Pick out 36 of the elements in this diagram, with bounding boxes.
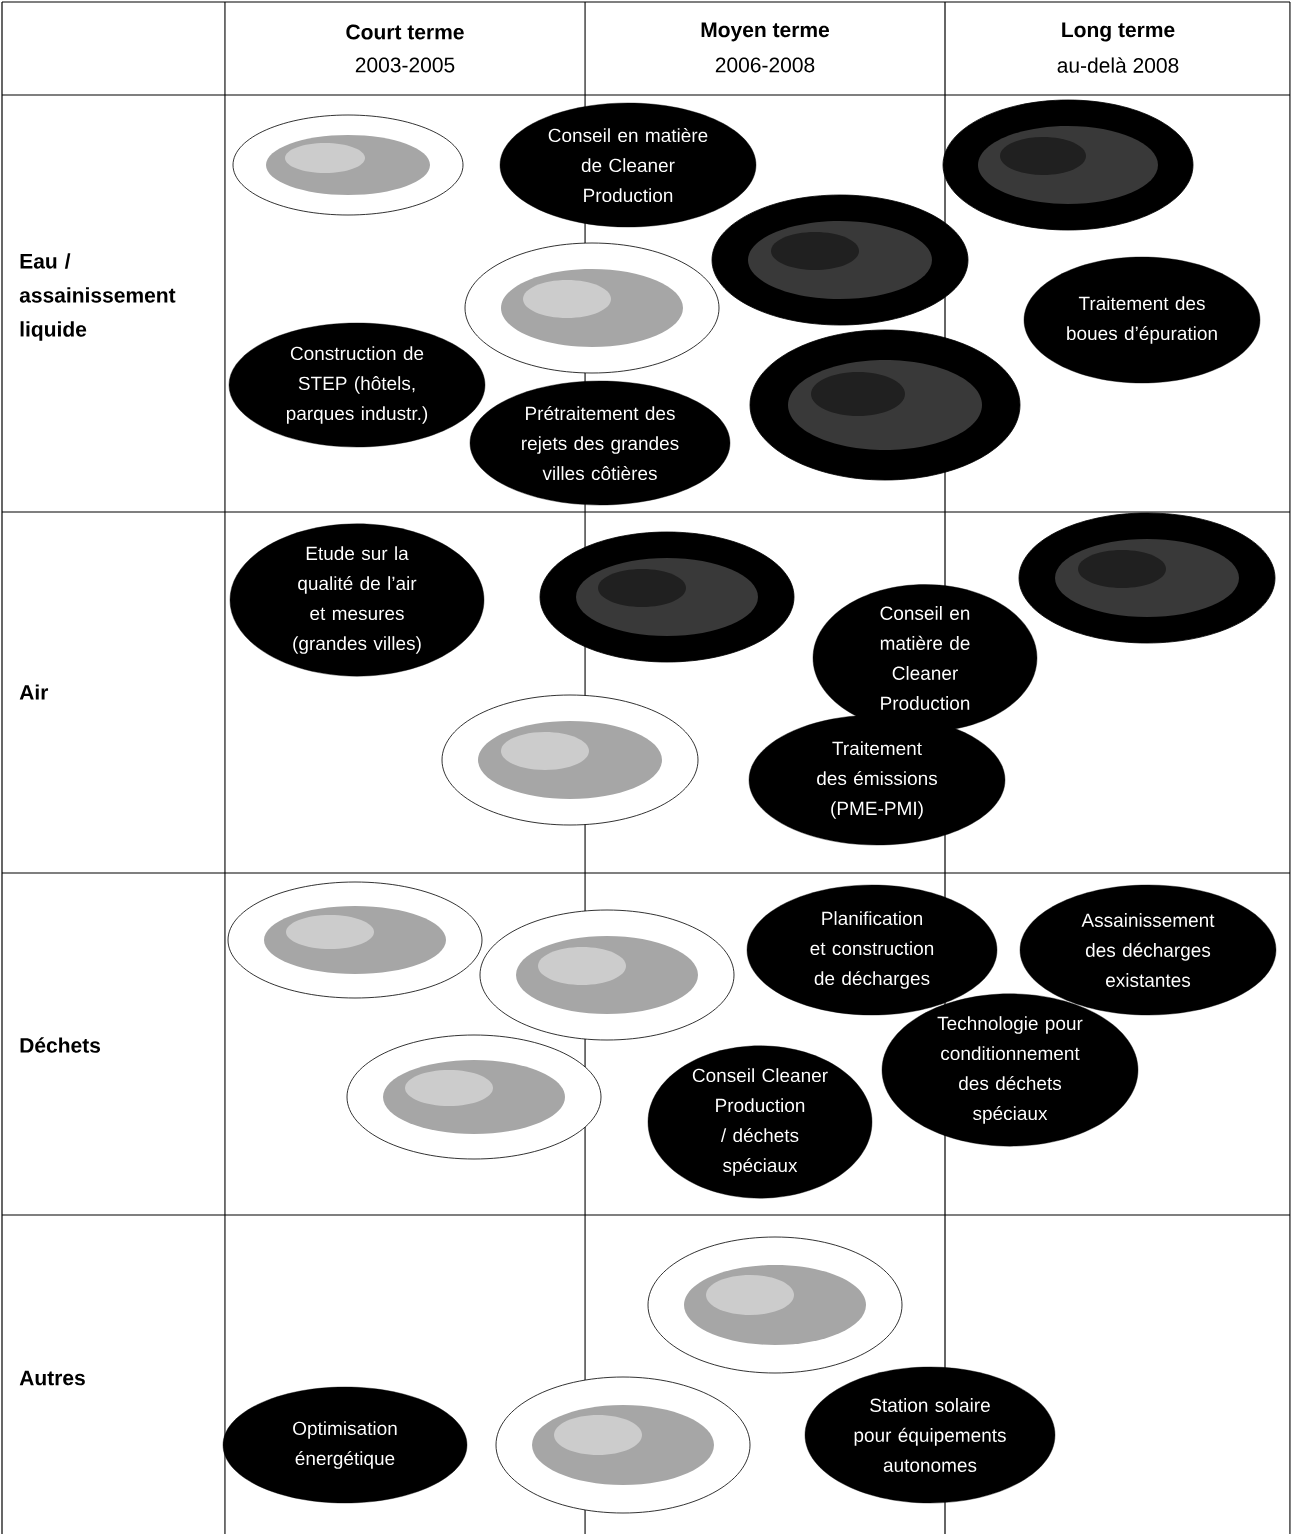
blurred-ellipse (464, 242, 720, 374)
ellipse-node: Construction de STEP (hôtels, parques industr.) (228, 322, 486, 448)
ellipse-node: Assainissement des décharges existantes (1019, 884, 1277, 1016)
column-header: Moyen terme (701, 22, 830, 42)
blurred-ellipse (479, 909, 735, 1041)
ellipse-node: Station solaire pour équipements autonomes (804, 1366, 1056, 1504)
ellipse-node: Conseil en matière de Cleaner Production (499, 102, 757, 228)
period-label: au-delà 2008 (1057, 57, 1179, 73)
ellipse-node: Conseil en matière de Cleaner Production (812, 584, 1038, 732)
column-header: Long terme (1062, 22, 1175, 42)
blurred-ellipse (539, 531, 795, 663)
blurred-ellipse (441, 694, 699, 826)
row-header: Déchets (20, 1037, 101, 1053)
ellipse-node: Etude sur la qualité de l’air et mesures (grandes villes) (229, 523, 485, 677)
blurred-ellipse (232, 114, 464, 216)
blurred-ellipse (227, 881, 483, 999)
period-label: 2006-2008 (715, 57, 815, 73)
row-header: Air (19, 684, 49, 700)
ellipse-node: Traitement des boues d’épuration (1023, 256, 1261, 384)
blurred-ellipse (647, 1236, 903, 1374)
blurred-ellipse (749, 329, 1021, 481)
column-header: Court terme (346, 24, 464, 40)
ellipse-node: Conseil Cleaner Production / déchets spéciaux (647, 1045, 873, 1199)
blurred-ellipse (942, 99, 1194, 231)
row-header: Autres (19, 1370, 85, 1386)
blurred-ellipse (346, 1034, 602, 1160)
blurred-ellipse (495, 1376, 751, 1514)
ellipse-node: Technologie pour conditionnement des déchets spéciaux (881, 993, 1139, 1147)
row-header: Eau / assainissement liquide (19, 253, 176, 341)
ellipse-node: Optimisation énergétique (222, 1386, 468, 1504)
blurred-ellipse (711, 194, 969, 326)
ellipse-node: Prétraitement des rejets des grandes villes côtières (469, 380, 731, 506)
period-label: 2003-2005 (355, 57, 455, 73)
ellipse-node: Traitement des émissions (PME-PMI) (748, 714, 1006, 846)
ellipse-node: Planification et construction de décharges (746, 884, 998, 1016)
blurred-ellipse (1018, 512, 1276, 644)
